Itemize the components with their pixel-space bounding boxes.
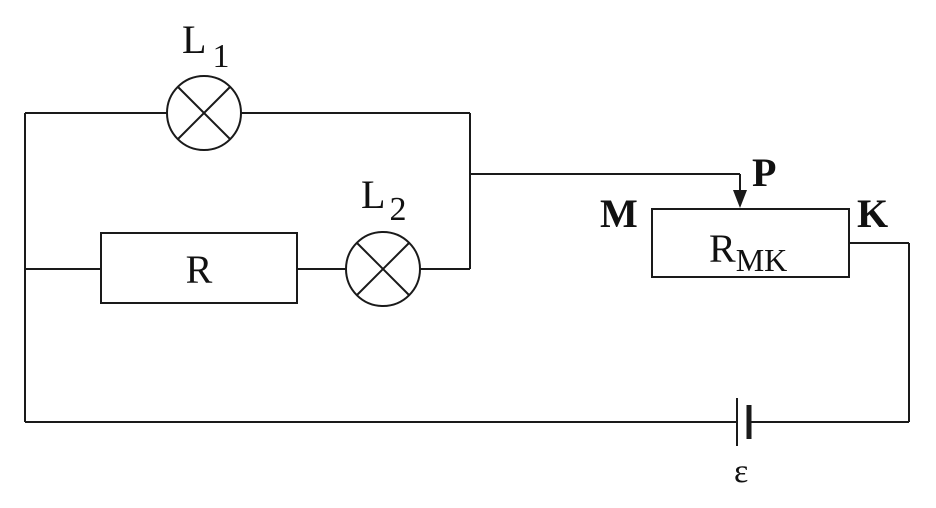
wires bbox=[24, 112, 910, 423]
resistor-label: R bbox=[186, 247, 213, 292]
emf-label: ε bbox=[734, 453, 748, 490]
slider-p-label: P bbox=[752, 150, 776, 195]
terminal-k-label: K bbox=[857, 191, 888, 236]
rheostat-rmk bbox=[651, 208, 850, 278]
lamp-l2 bbox=[345, 231, 421, 307]
battery-icon bbox=[736, 398, 752, 446]
slider-arrow-icon bbox=[733, 190, 747, 208]
resistor-r bbox=[100, 232, 298, 304]
terminal-m-label: M bbox=[600, 191, 638, 236]
rheostat-label: RMK bbox=[709, 226, 787, 278]
lamp-l1 bbox=[166, 75, 242, 151]
